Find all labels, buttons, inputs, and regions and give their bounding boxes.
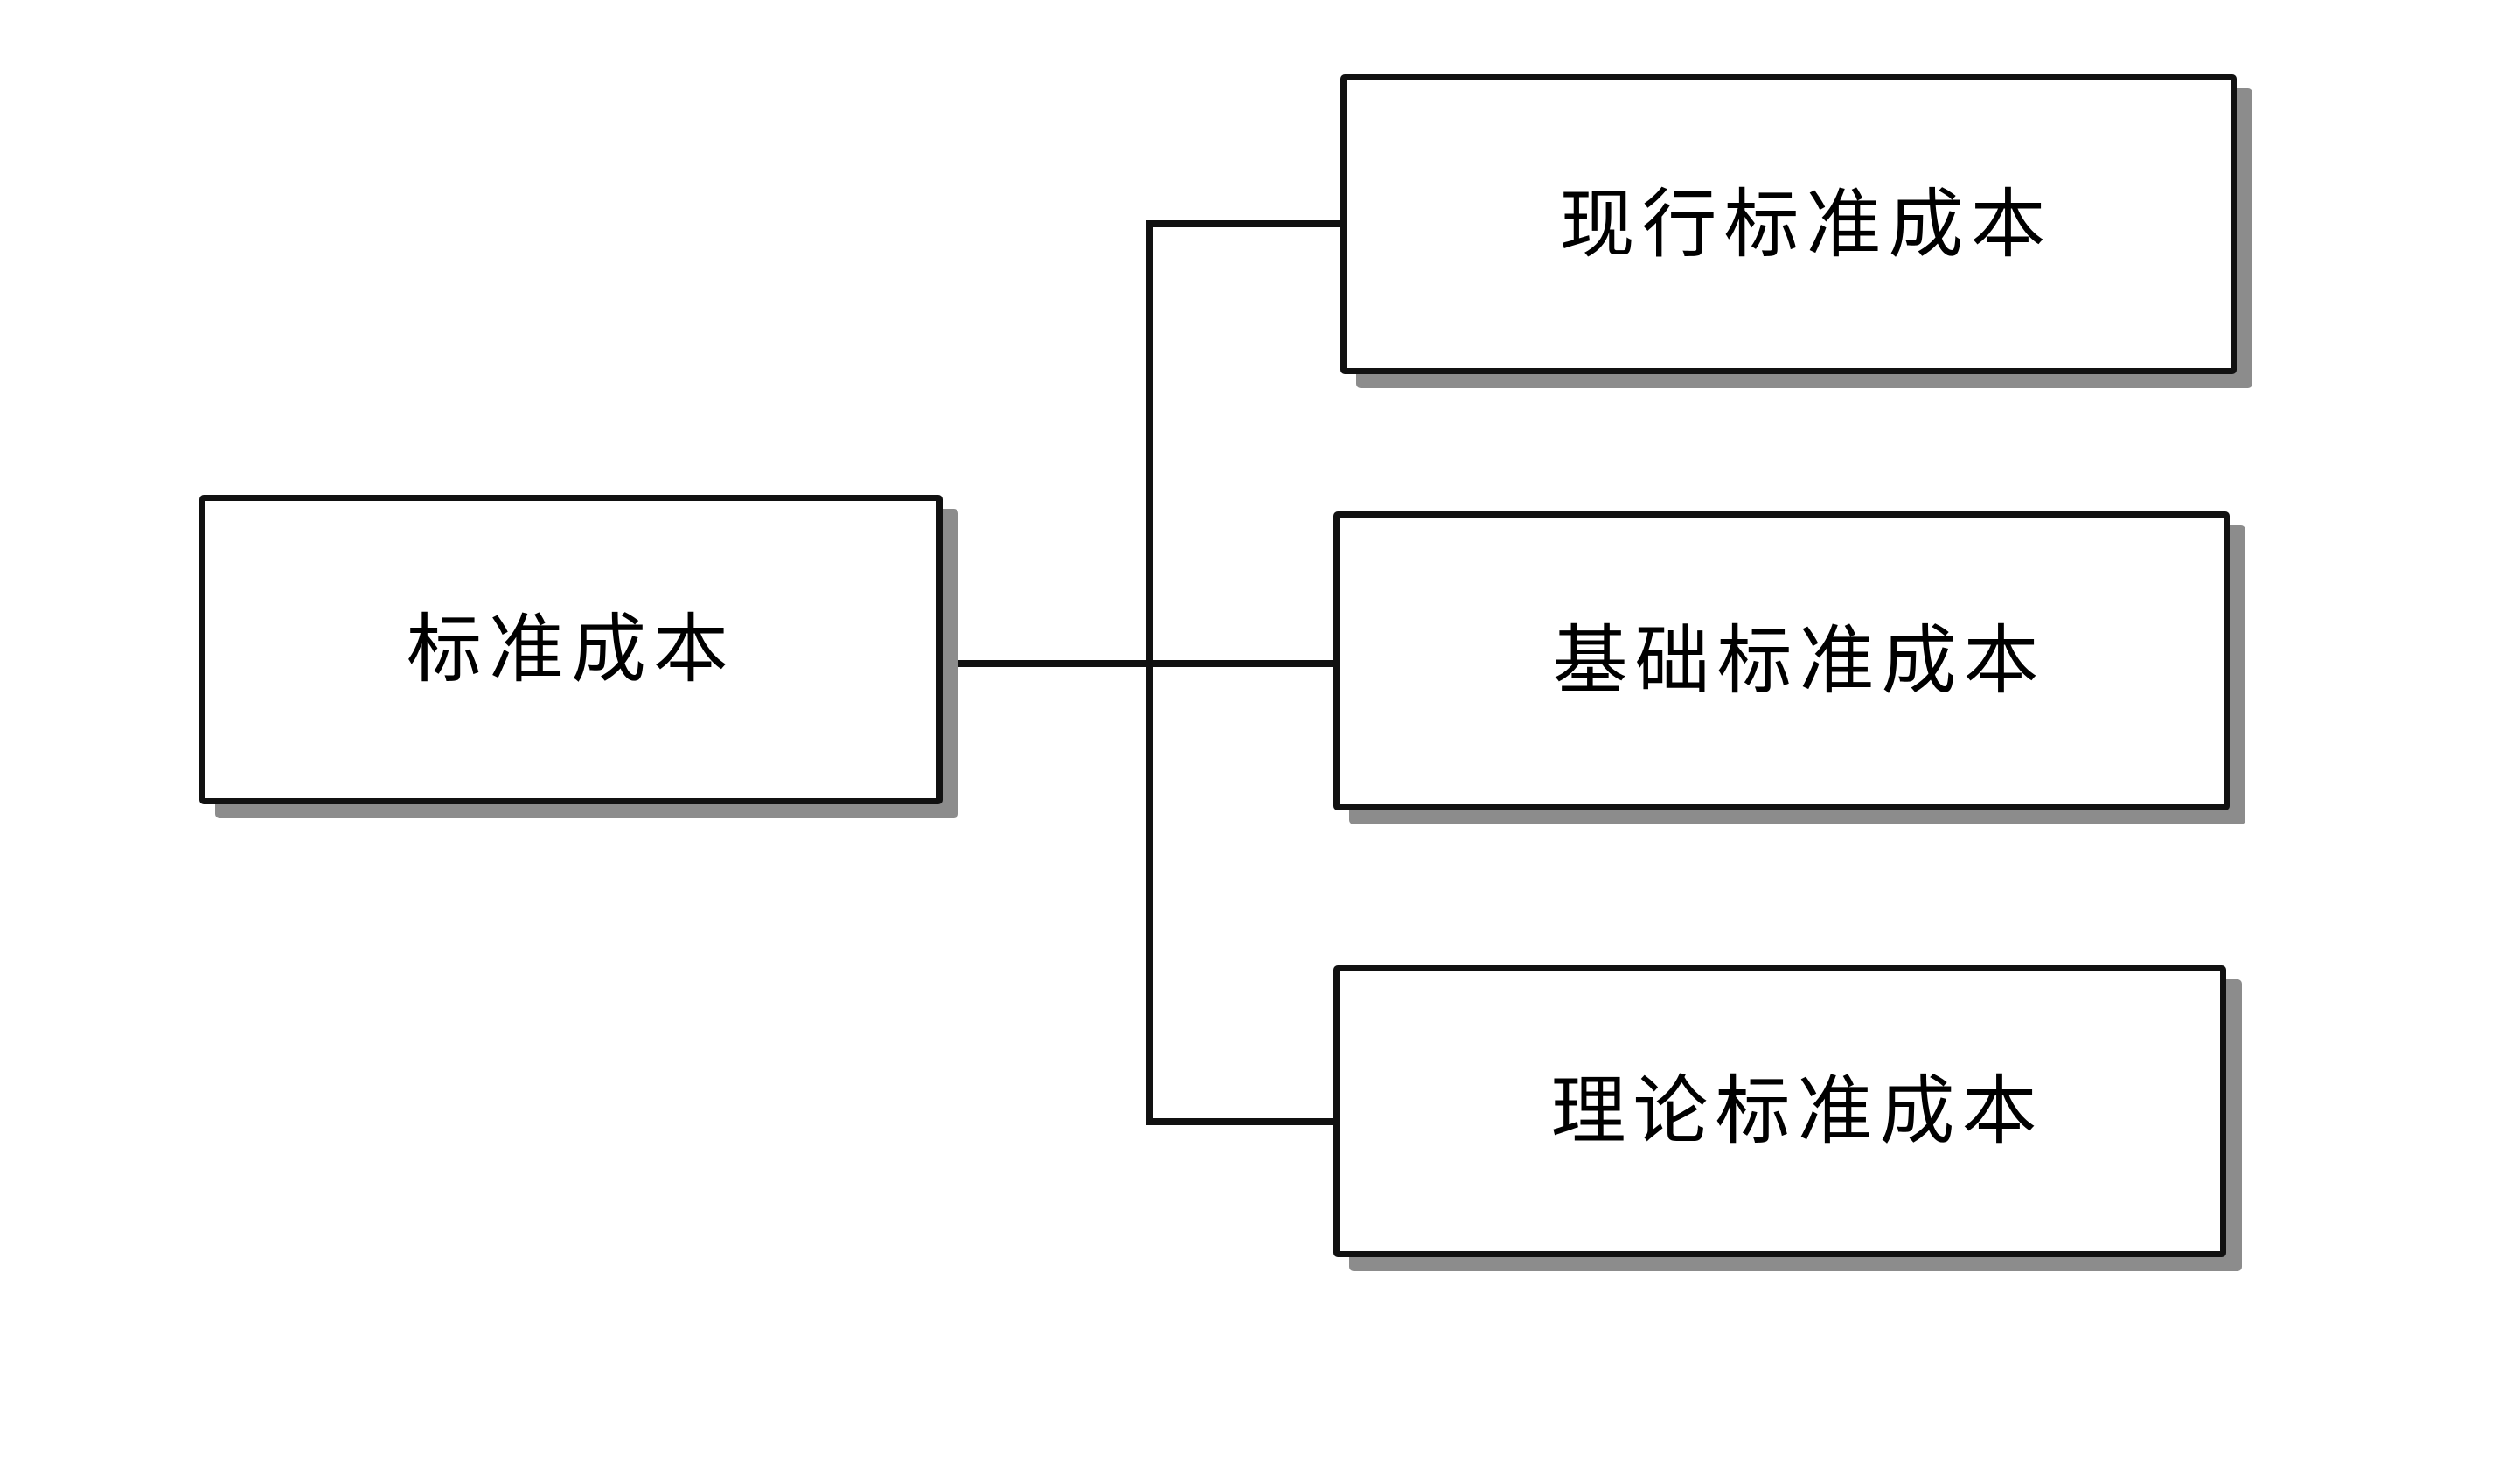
connector-child-theoretical xyxy=(1146,1118,1336,1125)
child-node-label: 理论标准成本 xyxy=(1550,1067,2044,1155)
child-node-current-standard-cost: 现行标准成本 xyxy=(1340,74,2237,374)
connector-root xyxy=(943,660,1343,667)
child-node-label: 现行标准成本 xyxy=(1559,180,2053,268)
child-node-theoretical-standard-cost: 理论标准成本 xyxy=(1333,965,2226,1257)
root-node: 标准成本 xyxy=(199,495,943,804)
connector-child-current xyxy=(1146,220,1343,227)
child-node-basic-standard-cost: 基础标准成本 xyxy=(1333,511,2230,810)
connector-child-basic xyxy=(1146,660,1336,667)
child-node-label: 基础标准成本 xyxy=(1552,617,2046,705)
root-node-label: 标准成本 xyxy=(407,606,735,693)
connector-trunk xyxy=(1146,220,1153,1125)
